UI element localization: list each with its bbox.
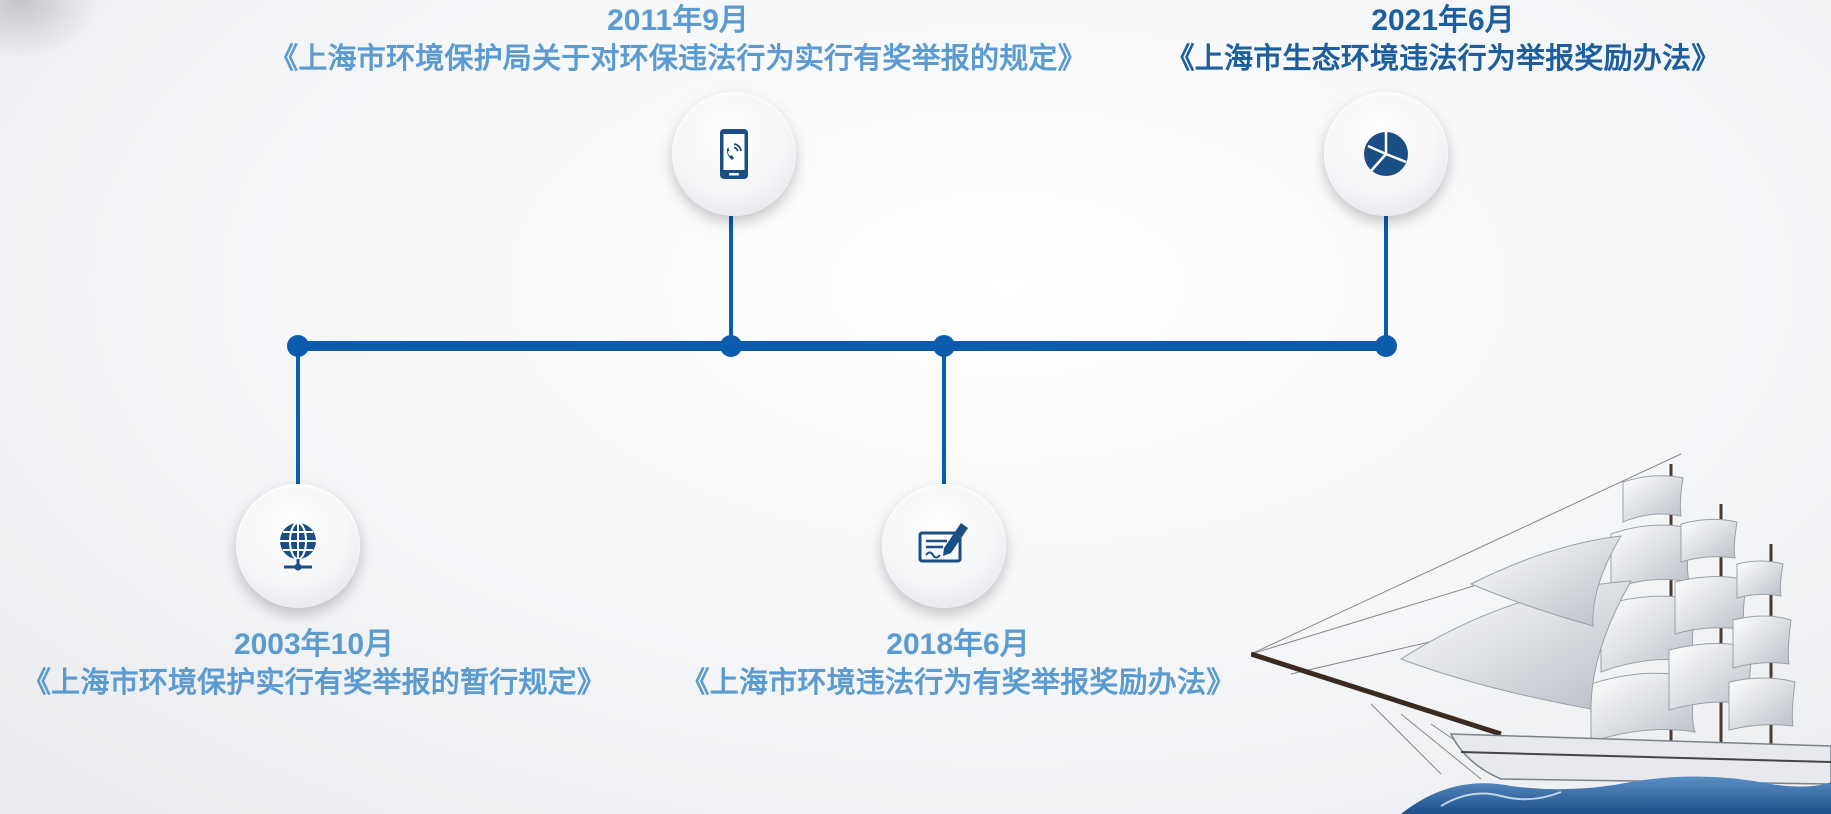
- timeline-dot-2018: [933, 335, 955, 357]
- sea-waves: [1401, 776, 1831, 814]
- node-2021: [1324, 92, 1448, 216]
- event-label-2018: 2018年6月 《上海市环境违法行为有奖举报奖励办法》: [650, 626, 1266, 702]
- globe-network-icon: [280, 522, 316, 571]
- node-2011: [672, 92, 796, 216]
- event-label-2021: 2021年6月 《上海市生态环境违法行为举报奖励办法》: [1140, 2, 1746, 78]
- event-date: 2011年9月: [607, 4, 749, 37]
- timeline-dot-2011: [720, 335, 742, 357]
- event-label-2003: 2003年10月 《上海市环境保护实行有奖举报的暂行规定》: [0, 626, 628, 702]
- timeline-dot-2003: [287, 335, 309, 357]
- event-date: 2018年6月: [886, 628, 1030, 661]
- event-title: 《上海市环境违法行为有奖举报奖励办法》: [680, 667, 1236, 699]
- node-2018: [882, 484, 1006, 608]
- event-title: 《上海市环境保护实行有奖举报的暂行规定》: [21, 667, 606, 699]
- event-title: 《上海市环境保护局关于对环保违法行为实行有奖举报的规定》: [269, 43, 1087, 75]
- event-title: 《上海市生态环境违法行为举报奖励办法》: [1165, 43, 1721, 75]
- pie-chart-icon: [1364, 132, 1408, 176]
- timeline-dot-2021: [1375, 335, 1397, 357]
- sailing-ship-illustration: [1251, 453, 1831, 814]
- event-label-2011: 2011年9月 《上海市环境保护局关于对环保违法行为实行有奖举报的规定》: [238, 2, 1118, 78]
- bowsprit: [1251, 651, 1502, 737]
- event-date: 2021年6月: [1371, 4, 1515, 37]
- node-2003: [236, 484, 360, 608]
- event-date: 2003年10月: [233, 628, 395, 661]
- signed-document-icon: [918, 523, 968, 563]
- phone-call-icon: [720, 129, 748, 179]
- ship-hull: [1449, 733, 1831, 785]
